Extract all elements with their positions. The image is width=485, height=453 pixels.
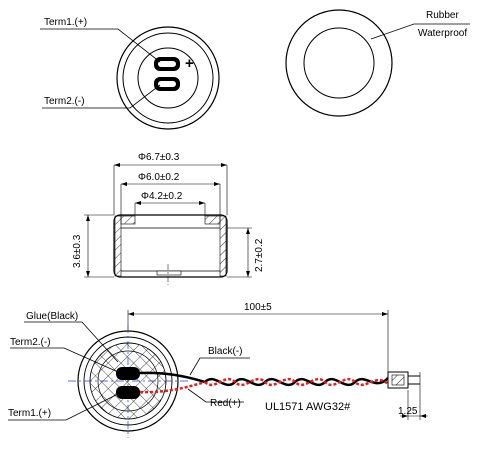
cable-term1-label: Term1.(+): [8, 408, 51, 419]
glue-leader: [24, 321, 119, 363]
red-wire-leader: [187, 388, 244, 403]
term2-pad-inner: [158, 81, 176, 87]
section-view: Φ6.7±0.3 Φ6.0±0.2 Φ4.2±0.2: [72, 152, 265, 285]
dim-strip: 1.25: [398, 372, 428, 420]
dim-inner-text: Φ4.2±0.2: [141, 191, 183, 202]
rubber-label-line2: Waterproof: [418, 28, 467, 39]
dim-outer-text: Φ6.7±0.3: [138, 152, 180, 163]
black-wire-inner: [139, 371, 206, 384]
dim-mid: Φ6.0±0.2: [120, 172, 221, 215]
term1-leader: [40, 28, 161, 63]
top-right-lip: [204, 215, 221, 225]
right-wall: [219, 215, 227, 277]
dim-height-body: 2.7±0.2: [227, 227, 265, 278]
term1-label: Term1.(+): [44, 17, 87, 28]
connector-insert: [391, 374, 405, 386]
cable-view: 100±5 1.25: [8, 302, 428, 438]
term2-label: Term2.(-): [44, 96, 85, 107]
left-wall: [114, 215, 122, 277]
base-terminal: [156, 270, 182, 276]
plus-sign: +: [185, 55, 194, 72]
rubber-view: Rubber Waterproof: [285, 9, 470, 117]
rubber-inner-circle: [303, 27, 375, 99]
outer-ring: [116, 26, 220, 130]
dim-strip-text: 1.25: [398, 406, 418, 417]
dim-mid-text: Φ6.0±0.2: [138, 172, 180, 183]
black-wire-leader: [189, 357, 250, 376]
mid-ring: [122, 32, 214, 124]
dim-outer: Φ6.7±0.3: [113, 152, 228, 215]
black-wire-label: Black(-): [208, 346, 242, 357]
cable-spec-label: UL1571 AWG32#: [265, 401, 351, 413]
cable-term1-pad: [116, 386, 140, 399]
rubber-leader: [370, 23, 470, 40]
dim-inner: Φ4.2±0.2: [134, 191, 206, 215]
cable-term2-pad: [116, 367, 140, 380]
dim-height-body-text: 2.7±0.2: [254, 238, 265, 272]
top-left-lip: [120, 215, 136, 225]
dim-height-total: 3.6±0.3: [72, 214, 114, 278]
red-wire-label: Red(+): [210, 398, 241, 409]
dim-height-total-text: 3.6±0.3: [72, 234, 83, 268]
glue-label: Glue(Black): [26, 311, 78, 322]
term2-leader: [42, 84, 161, 109]
term1-pad-inner: [158, 61, 176, 67]
inner-ring: [137, 47, 199, 109]
dim-length-text: 100±5: [244, 302, 272, 313]
cable-term2-leader: [10, 347, 119, 373]
rubber-label-line1: Rubber: [426, 10, 459, 21]
top-view: + Term1.(+) Term2.(-): [40, 17, 220, 130]
red-wire-twist: [204, 377, 389, 387]
cable-term2-label: Term2.(-): [10, 337, 51, 348]
body-outline: [113, 214, 228, 278]
cable-term1-leader: [8, 393, 119, 421]
rubber-outer-circle: [285, 9, 393, 117]
red-wire-inner: [139, 380, 206, 394]
